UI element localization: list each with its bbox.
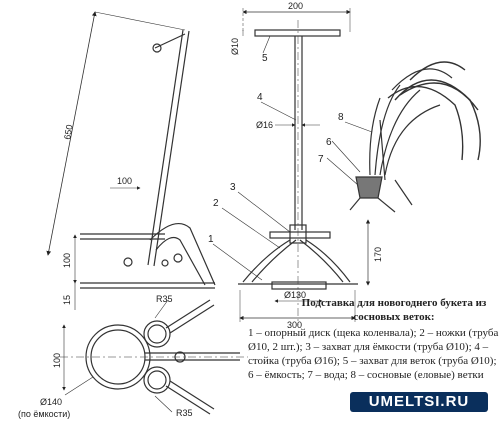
side-height-label: 650 (62, 124, 74, 141)
rod-dia-label: Ø10 (230, 38, 240, 55)
front-width-label: 200 (288, 1, 303, 11)
caption-body: 1 – опорный диск (щека коленвала); 2 – н… (248, 327, 499, 381)
side-top-knob (152, 43, 162, 53)
container-ring-outer (85, 324, 151, 390)
bouquet-view (326, 61, 481, 213)
plan-view (60, 299, 248, 415)
side-height-dim-line (46, 11, 97, 256)
callout-6: 6 (326, 137, 332, 148)
callout-4: 4 (257, 92, 263, 103)
callout-7: 7 (318, 154, 324, 165)
callout-5: 5 (262, 53, 268, 64)
base-width-label: 300 (287, 320, 302, 330)
callout-1: 1 (208, 234, 214, 245)
front-top-bar (254, 29, 341, 37)
container (355, 176, 383, 199)
side-view (46, 11, 216, 310)
callout-2: 2 (213, 198, 219, 209)
side-15-label: 15 (62, 295, 72, 305)
callout-8: 8 (338, 112, 344, 123)
callout-3: 3 (230, 182, 236, 193)
watermark-logo: UMELTSI.RU (350, 392, 488, 412)
caption: Подставка для новогоднего букета из сосн… (248, 296, 500, 382)
caption-title: Подставка для новогоднего букета из сосн… (301, 297, 487, 323)
side-left-100-label: 100 (62, 253, 72, 268)
front-height-label: 170 (373, 247, 383, 262)
disk-dia-label: Ø130 (284, 290, 306, 300)
side-stand-pipe (147, 29, 184, 266)
front-view (212, 8, 371, 325)
plan-r35-bottom-label: R35 (176, 408, 193, 418)
stand-dia-label: Ø16 (256, 120, 273, 130)
front-base-disk (271, 281, 327, 290)
plan-d140-note: (по ёмкости) (18, 409, 70, 419)
plan-d140-label: Ø140 (40, 397, 62, 407)
side-top-100-label: 100 (117, 176, 132, 186)
plan-r35-top-label: R35 (156, 294, 173, 304)
plan-100-label: 100 (52, 353, 62, 368)
